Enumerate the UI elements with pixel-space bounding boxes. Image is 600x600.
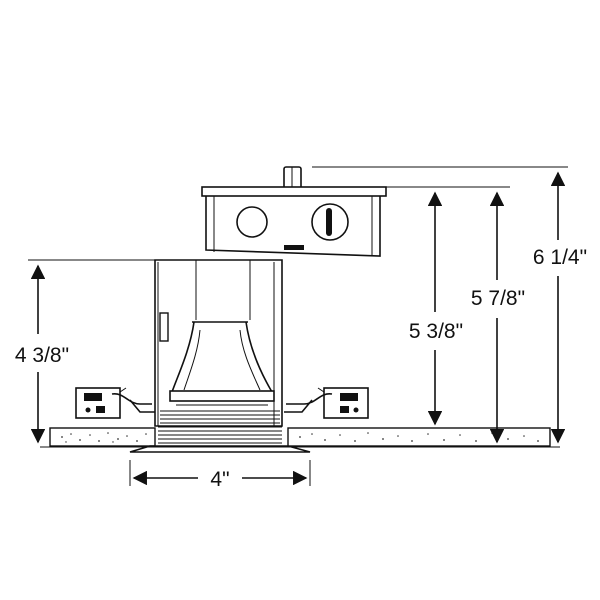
inner-height-label: 5 3/8": [409, 320, 463, 343]
mid-height-dimension: 5 7/8": [445, 186, 525, 444]
knockout-left: [236, 206, 268, 238]
overall-height-dimension: 6 1/4": [312, 166, 587, 444]
junction-box: [201, 166, 387, 257]
left-mounting-bracket: [75, 387, 155, 419]
right-ceiling-panel: [287, 427, 551, 447]
baffle-trim: [158, 410, 282, 444]
left-height-label: 4 3/8": [15, 344, 69, 367]
mid-height-label: 5 7/8": [471, 287, 525, 310]
width-dimension: 4": [129, 460, 311, 491]
left-height-dimension: 4 3/8": [15, 259, 190, 444]
width-label: 4": [210, 468, 229, 491]
inner-height-dimension: 5 3/8": [375, 186, 463, 426]
right-mounting-bracket: [284, 387, 369, 419]
overall-height-label: 6 1/4": [533, 246, 587, 269]
left-ceiling-panel: [49, 427, 156, 447]
housing: [129, 259, 311, 453]
